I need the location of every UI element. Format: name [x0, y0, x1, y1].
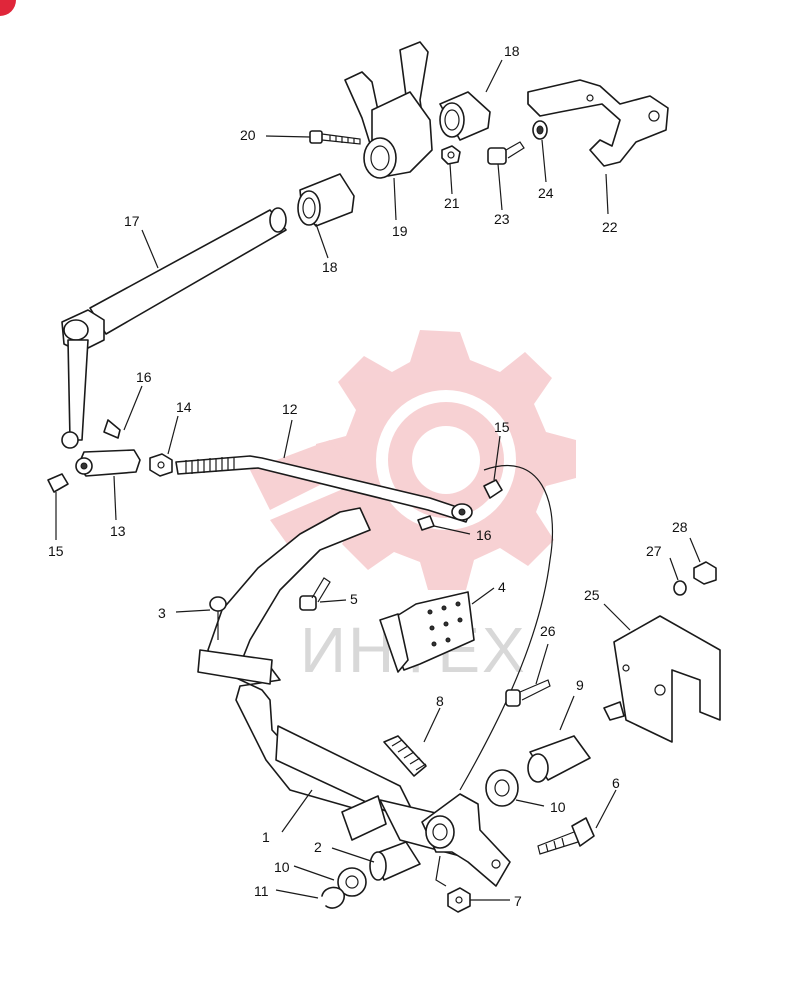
part-28-nut [693, 561, 717, 585]
part-16-clip-upper [103, 419, 121, 439]
callout-28: 28 [672, 519, 688, 535]
callout-21: 21 [444, 195, 460, 211]
part-7-nut [447, 887, 471, 913]
callout-11: 11 [254, 883, 269, 899]
part-14-nut [149, 453, 173, 477]
callout-10-lower: 10 [274, 859, 290, 875]
part-9-pin [527, 735, 591, 783]
part-15-pin-left [47, 473, 69, 493]
part-15-pin-right [483, 479, 503, 499]
callout-19: 19 [392, 223, 408, 239]
callout-27: 27 [646, 543, 662, 559]
callout-9: 9 [576, 677, 584, 693]
pedal-pivot-arm [421, 793, 511, 887]
part-13-clevis [75, 449, 141, 477]
part-6-bolt [537, 817, 595, 855]
callout-15-right: 15 [494, 419, 510, 435]
part-19-fork-bracket [344, 41, 433, 179]
callout-labels: 20 18 18 19 21 23 24 22 17 16 14 12 15 1… [48, 43, 688, 909]
callout-17: 17 [124, 213, 140, 229]
callout-4: 4 [498, 579, 506, 595]
callout-1: 1 [262, 829, 270, 845]
callout-18-lower: 18 [322, 259, 338, 275]
part-5-bolt [299, 577, 331, 611]
part-2-bushing [369, 841, 421, 881]
corner-badge [0, 0, 16, 16]
part-26-bolt [505, 679, 551, 707]
callout-5: 5 [350, 591, 358, 607]
part-18-lower-bushing [297, 173, 355, 227]
callout-18-upper: 18 [504, 43, 520, 59]
part-20-bolt [309, 130, 361, 145]
callout-20: 20 [240, 127, 256, 143]
callout-15-left: 15 [48, 543, 64, 559]
linkage-loop-line [459, 464, 554, 791]
callout-2: 2 [314, 839, 322, 855]
part-11-snap-ring [321, 886, 345, 909]
callout-26: 26 [540, 623, 556, 639]
callout-13: 13 [110, 523, 126, 539]
callout-3: 3 [158, 605, 166, 621]
part-17-cross-shaft [61, 207, 287, 449]
part-18-upper-bushing [439, 91, 491, 141]
callout-16-upper: 16 [136, 369, 152, 385]
part-8-spring [383, 735, 427, 777]
callout-8: 8 [436, 693, 444, 709]
callout-12: 12 [282, 401, 298, 417]
part-27-lock-washer [673, 580, 687, 596]
part-10-washer-upper [485, 769, 519, 807]
callout-25: 25 [584, 587, 600, 603]
part-22-bracket-plate [527, 79, 669, 167]
callout-16-right: 16 [476, 527, 492, 543]
part-23-bolt [487, 141, 525, 165]
part-3-knob [209, 596, 227, 640]
part-4-pedal-pad [379, 591, 475, 673]
callout-6: 6 [612, 775, 620, 791]
part-25-bracket [603, 615, 721, 743]
part-12-rod [175, 455, 473, 523]
callout-14: 14 [176, 399, 192, 415]
callout-10-upper: 10 [550, 799, 566, 815]
watermark-gear-icon [250, 330, 576, 590]
callout-22: 22 [602, 219, 618, 235]
part-21-nut [441, 145, 461, 165]
callout-7: 7 [514, 893, 522, 909]
part-24-washer [532, 120, 548, 140]
leader-lines [55, 59, 701, 901]
callout-24: 24 [538, 185, 554, 201]
callout-23: 23 [494, 211, 510, 227]
part-10-washer-lower [337, 867, 367, 897]
